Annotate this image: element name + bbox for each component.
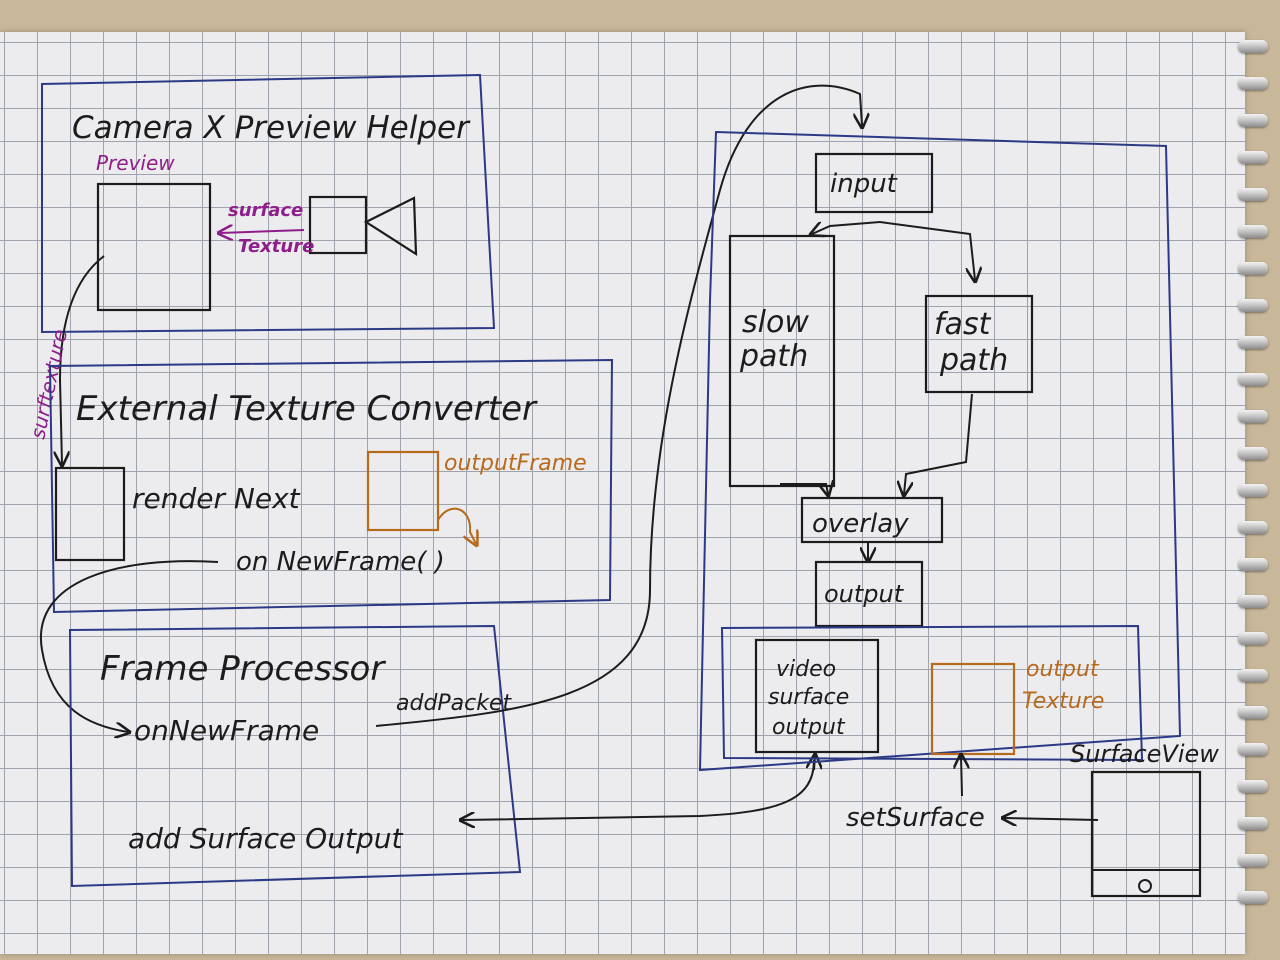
binding-ring	[1238, 743, 1268, 756]
binding-ring	[1238, 336, 1268, 349]
input-to-slow-arrow	[812, 221, 881, 234]
overlay-node	[800, 496, 944, 544]
binding-ring	[1238, 558, 1268, 571]
surface-texture-label-2: Texture	[238, 236, 314, 257]
binding-ring	[1238, 854, 1268, 867]
converter-frame	[48, 358, 614, 614]
binding-ring	[1238, 40, 1268, 53]
video-surface-output-label-2: surface	[768, 685, 849, 710]
binding-ring	[1238, 632, 1268, 645]
binding-ring	[1238, 521, 1268, 534]
graph-group: input slow path fast path overlay output…	[698, 130, 1182, 772]
fast-path-label-1: fast	[934, 307, 992, 342]
output-node	[814, 560, 924, 628]
binding-ring	[1238, 447, 1268, 460]
surface-view-title: SurfaceView	[1070, 740, 1219, 768]
video-surface-output-label-3: output	[772, 715, 846, 740]
set-surface-to-output-texture-arrow	[961, 756, 962, 797]
binding-ring	[1238, 891, 1268, 904]
output-frame-arrow	[437, 507, 476, 544]
slow-path-node	[728, 234, 836, 488]
converter-title: External Texture Converter	[76, 389, 538, 429]
binding-ring	[1238, 780, 1268, 793]
binding-ring	[1238, 114, 1268, 127]
fast-to-overlay-arrow	[904, 393, 973, 494]
binding-ring	[1238, 817, 1268, 830]
camera-body	[308, 195, 368, 255]
surface-texture-label-1: surface	[228, 200, 303, 221]
overlay-node-label: overlay	[812, 509, 909, 539]
preview-label: Preview	[96, 151, 175, 175]
converter-to-processor-arrow	[39, 560, 219, 732]
add-surface-output-label: add Surface Output	[128, 822, 403, 855]
input-node-label: input	[830, 169, 898, 199]
slow-path-label-2: path	[739, 339, 808, 374]
fast-path-node	[924, 294, 1034, 394]
output-texture-label-2: Texture	[1022, 689, 1104, 714]
slow-to-overlay-arrow	[780, 484, 828, 494]
surface-view-to-set-surface-arrow	[1004, 818, 1099, 820]
converter-on-new-frame: on NewFrame( )	[236, 547, 445, 577]
binding-ring	[1238, 595, 1268, 608]
phone-home-button-icon	[1138, 879, 1152, 893]
binding-ring	[1238, 77, 1268, 90]
binding-ring	[1238, 151, 1268, 164]
surface-view-group: SurfaceView setSurface	[846, 740, 1219, 898]
video-output-to-add-surface-arrow	[462, 759, 815, 820]
processor-group: Frame Processor onNewFrame addPacket add…	[68, 624, 522, 888]
binding-ring	[1238, 299, 1268, 312]
preview-box	[96, 182, 212, 312]
output-stage-frame	[720, 624, 1144, 762]
add-packet-arrow	[375, 84, 862, 727]
binding-ring	[1238, 410, 1268, 423]
output-frame-box	[366, 450, 440, 532]
graph-frame	[698, 130, 1182, 772]
render-next-label: render Next	[132, 482, 301, 515]
graph-paper-background	[0, 32, 1245, 954]
phone-icon	[1090, 770, 1202, 898]
spiral-binding	[1236, 40, 1280, 940]
binding-ring	[1238, 669, 1268, 682]
output-texture-label-1: output	[1026, 657, 1100, 682]
processor-on-new-frame: onNewFrame	[134, 714, 319, 747]
camera-icon	[363, 196, 418, 257]
video-surface-output-node	[754, 638, 880, 754]
processor-title: Frame Processor	[100, 649, 386, 689]
output-texture-box	[930, 662, 1016, 756]
camera-helper-title: Camera X Preview Helper	[72, 110, 471, 146]
binding-ring	[1238, 262, 1268, 275]
binding-ring	[1238, 373, 1268, 386]
output-frame-label: outputFrame	[444, 451, 587, 476]
surface-texture-arrow	[220, 230, 305, 233]
converter-group: External Texture Converter render Next o…	[48, 358, 614, 614]
slow-path-label-1: slow	[742, 305, 809, 340]
camera-helper-frame	[41, 73, 496, 334]
binding-ring	[1238, 188, 1268, 201]
output-node-label: output	[824, 580, 905, 608]
binding-ring	[1238, 706, 1268, 719]
set-surface-label: setSurface	[846, 803, 985, 833]
fast-path-label-2: path	[939, 343, 1008, 378]
surface-texture-link-label: surftexture	[25, 327, 72, 441]
render-target-box	[54, 466, 126, 562]
preview-to-converter-arrow	[60, 255, 105, 464]
camera-helper-group: Camera X Preview Helper Preview surface …	[41, 73, 496, 334]
binding-ring	[1238, 484, 1268, 497]
input-node	[814, 152, 934, 214]
input-to-fast-arrow	[879, 221, 975, 280]
video-surface-output-label-1: video	[776, 657, 836, 682]
binding-ring	[1238, 225, 1268, 238]
processor-frame	[68, 624, 522, 888]
